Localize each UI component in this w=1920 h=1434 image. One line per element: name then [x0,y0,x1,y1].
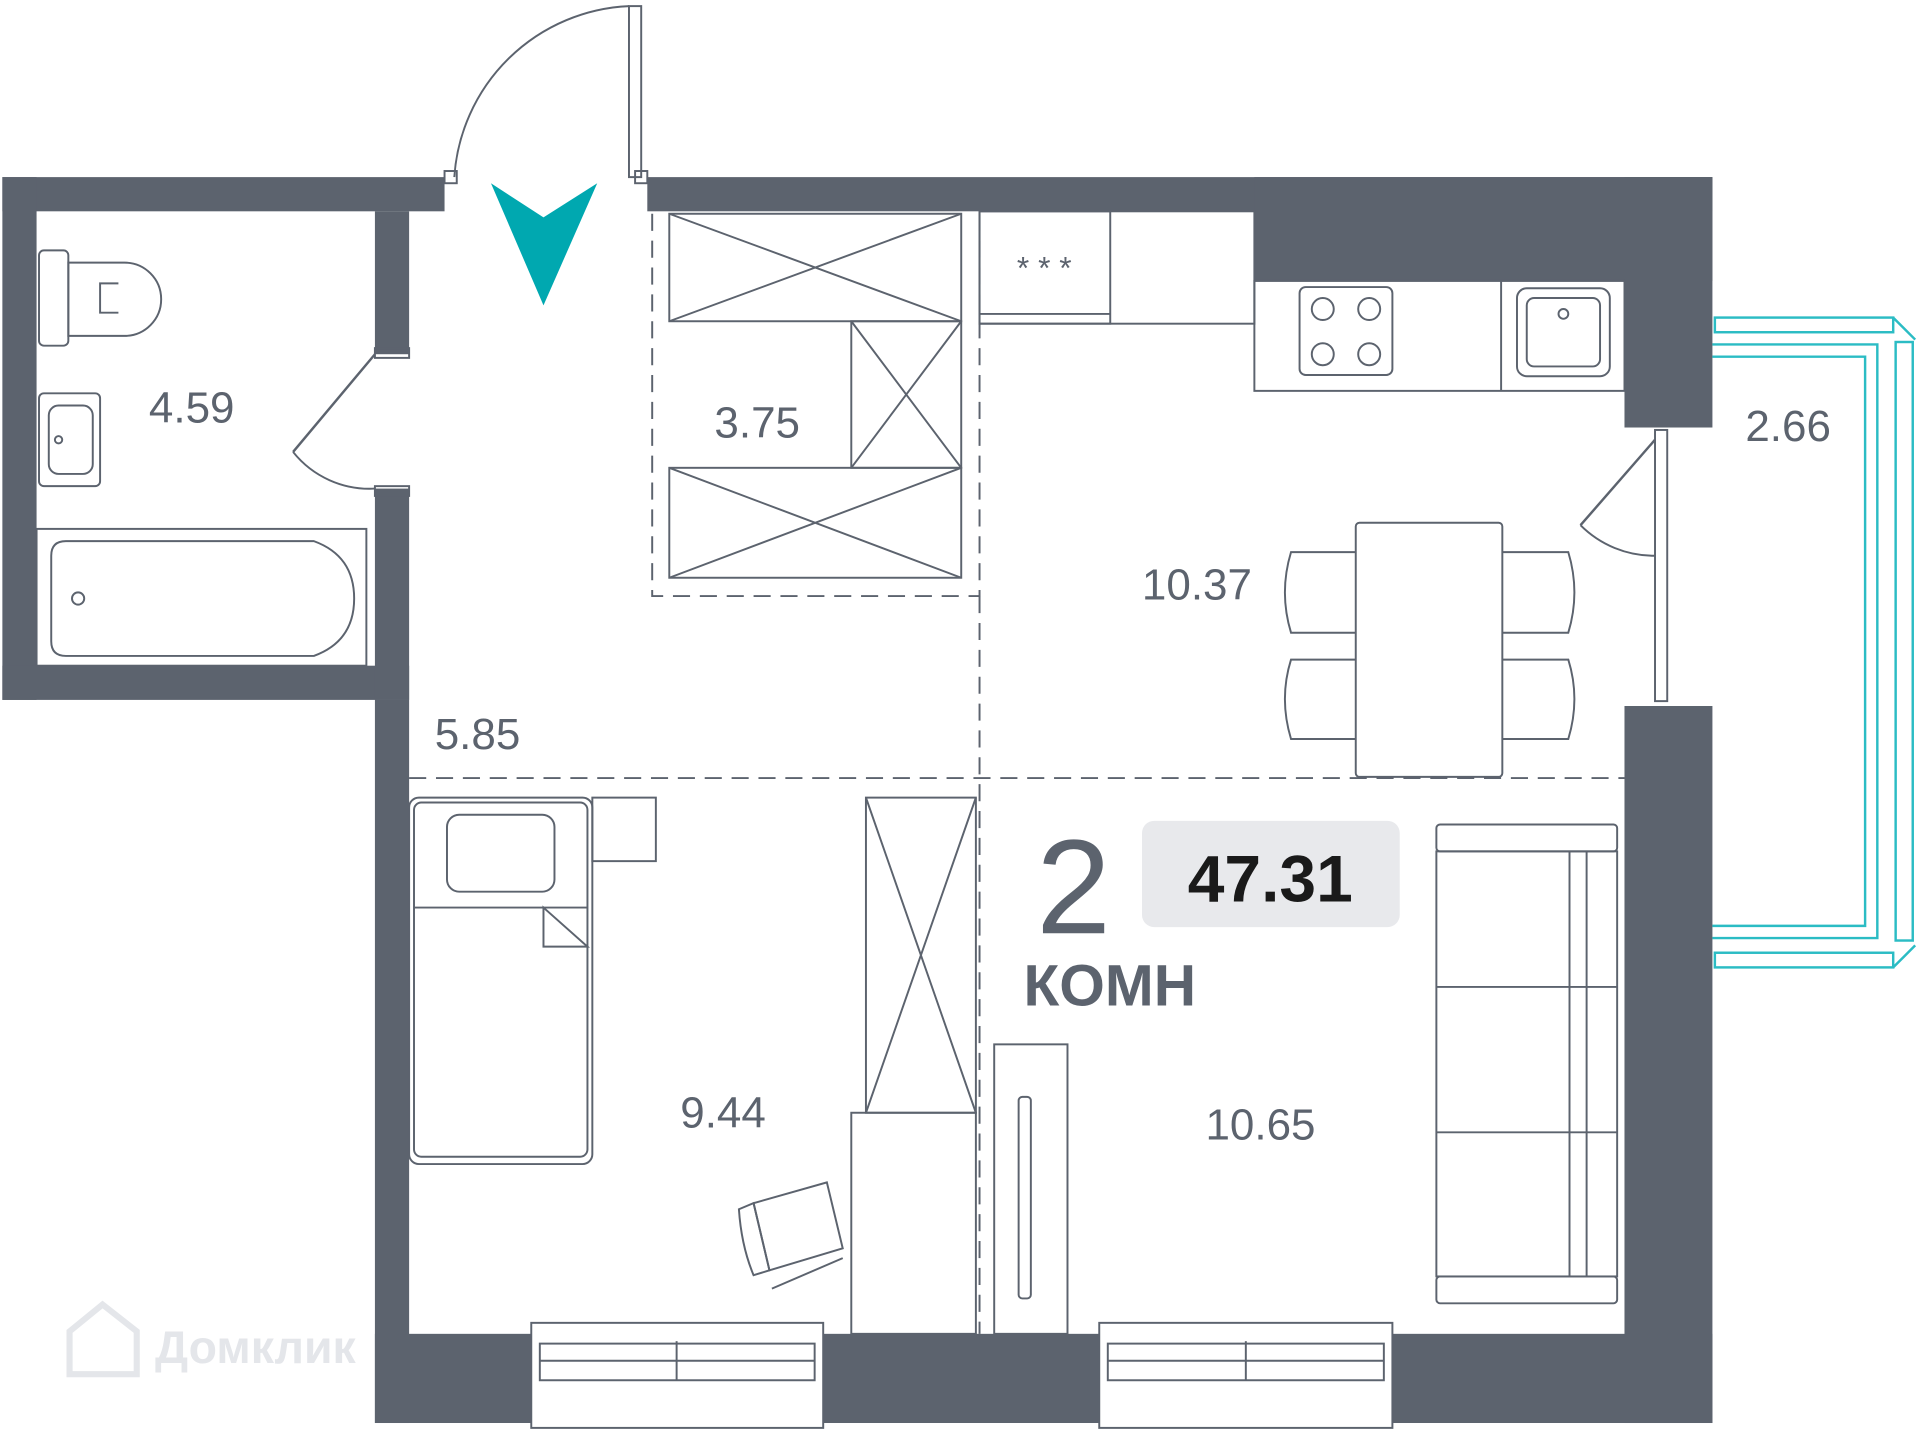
house-logo-icon [66,1300,140,1378]
area-bedroom: 9.44 [680,1088,766,1137]
area-living-room: 10.65 [1205,1101,1315,1150]
chair-icon [737,1181,844,1290]
bedroom-wardrobe [850,796,977,1335]
sofa-icon [1435,823,1619,1305]
storage-wardrobes [651,212,981,598]
total-area-badge [1141,820,1400,928]
sink-icon [38,392,102,488]
entrance-door [443,5,649,185]
total-area: 47.31 [1188,841,1353,915]
area-hallway: 5.85 [435,710,521,759]
bathtub-icon [35,527,368,667]
area-storage: 3.75 [714,398,800,447]
balcony [1712,316,1917,969]
area-kitchen: 10.37 [1142,561,1252,610]
watermark-text: Домклик [155,1321,356,1373]
bed-icon [408,796,657,1166]
window-living [1098,1321,1394,1429]
bathroom-door [292,347,411,497]
stove-icon [1298,286,1394,376]
rooms-label: КОМН [1024,953,1197,1018]
appliance-marks: * * * [1017,249,1072,285]
area-bathroom: 4.59 [149,384,235,433]
area-balcony: 2.66 [1745,402,1831,451]
rooms-count: 2 [1036,812,1111,962]
kitchen-units: * * * [978,210,1626,392]
entrance-arrow-icon [490,183,598,306]
kitchen-sink-icon [1516,287,1611,378]
domclick-watermark: Домклик [66,1300,357,1378]
balcony-door [1579,428,1669,703]
tv-stand-icon [993,1043,1069,1335]
toilet-icon [38,249,163,347]
walls [2,177,1713,1424]
dining-table-icon [1283,521,1576,778]
window-bedroom [530,1321,825,1429]
zone-dividers [409,596,1625,1334]
